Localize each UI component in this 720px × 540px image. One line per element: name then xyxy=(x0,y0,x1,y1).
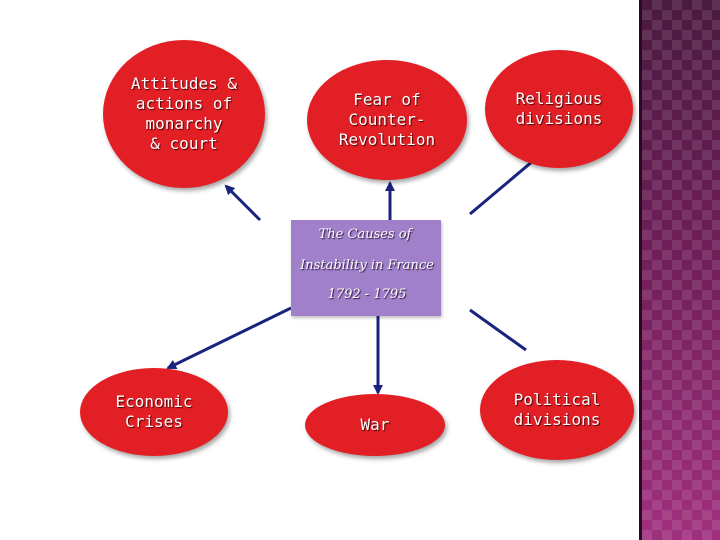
central-topic-line-1: The Causes of xyxy=(318,227,412,242)
line-to-political xyxy=(469,308,527,352)
decorative-side-panel xyxy=(642,0,720,540)
central-topic-box xyxy=(291,220,441,316)
central-topic-line-2: Instability in France xyxy=(300,258,434,273)
central-topic-line-3: 1792 - 1795 xyxy=(327,287,407,302)
side-panel-edge xyxy=(639,0,642,540)
node-attitudes-monarchy: Attitudes & actions of monarchy & court xyxy=(103,40,265,188)
node-political-divisions: Political divisions xyxy=(480,360,634,460)
arrow-to-attitudes xyxy=(224,184,262,222)
node-fear-counter-revolution: Fear of Counter- Revolution xyxy=(307,60,467,180)
node-religious-divisions: Religious divisions xyxy=(485,50,633,168)
arrow-to-economic xyxy=(166,306,292,370)
node-economic-crises: Economic Crises xyxy=(80,368,228,456)
node-war: War xyxy=(305,394,445,456)
